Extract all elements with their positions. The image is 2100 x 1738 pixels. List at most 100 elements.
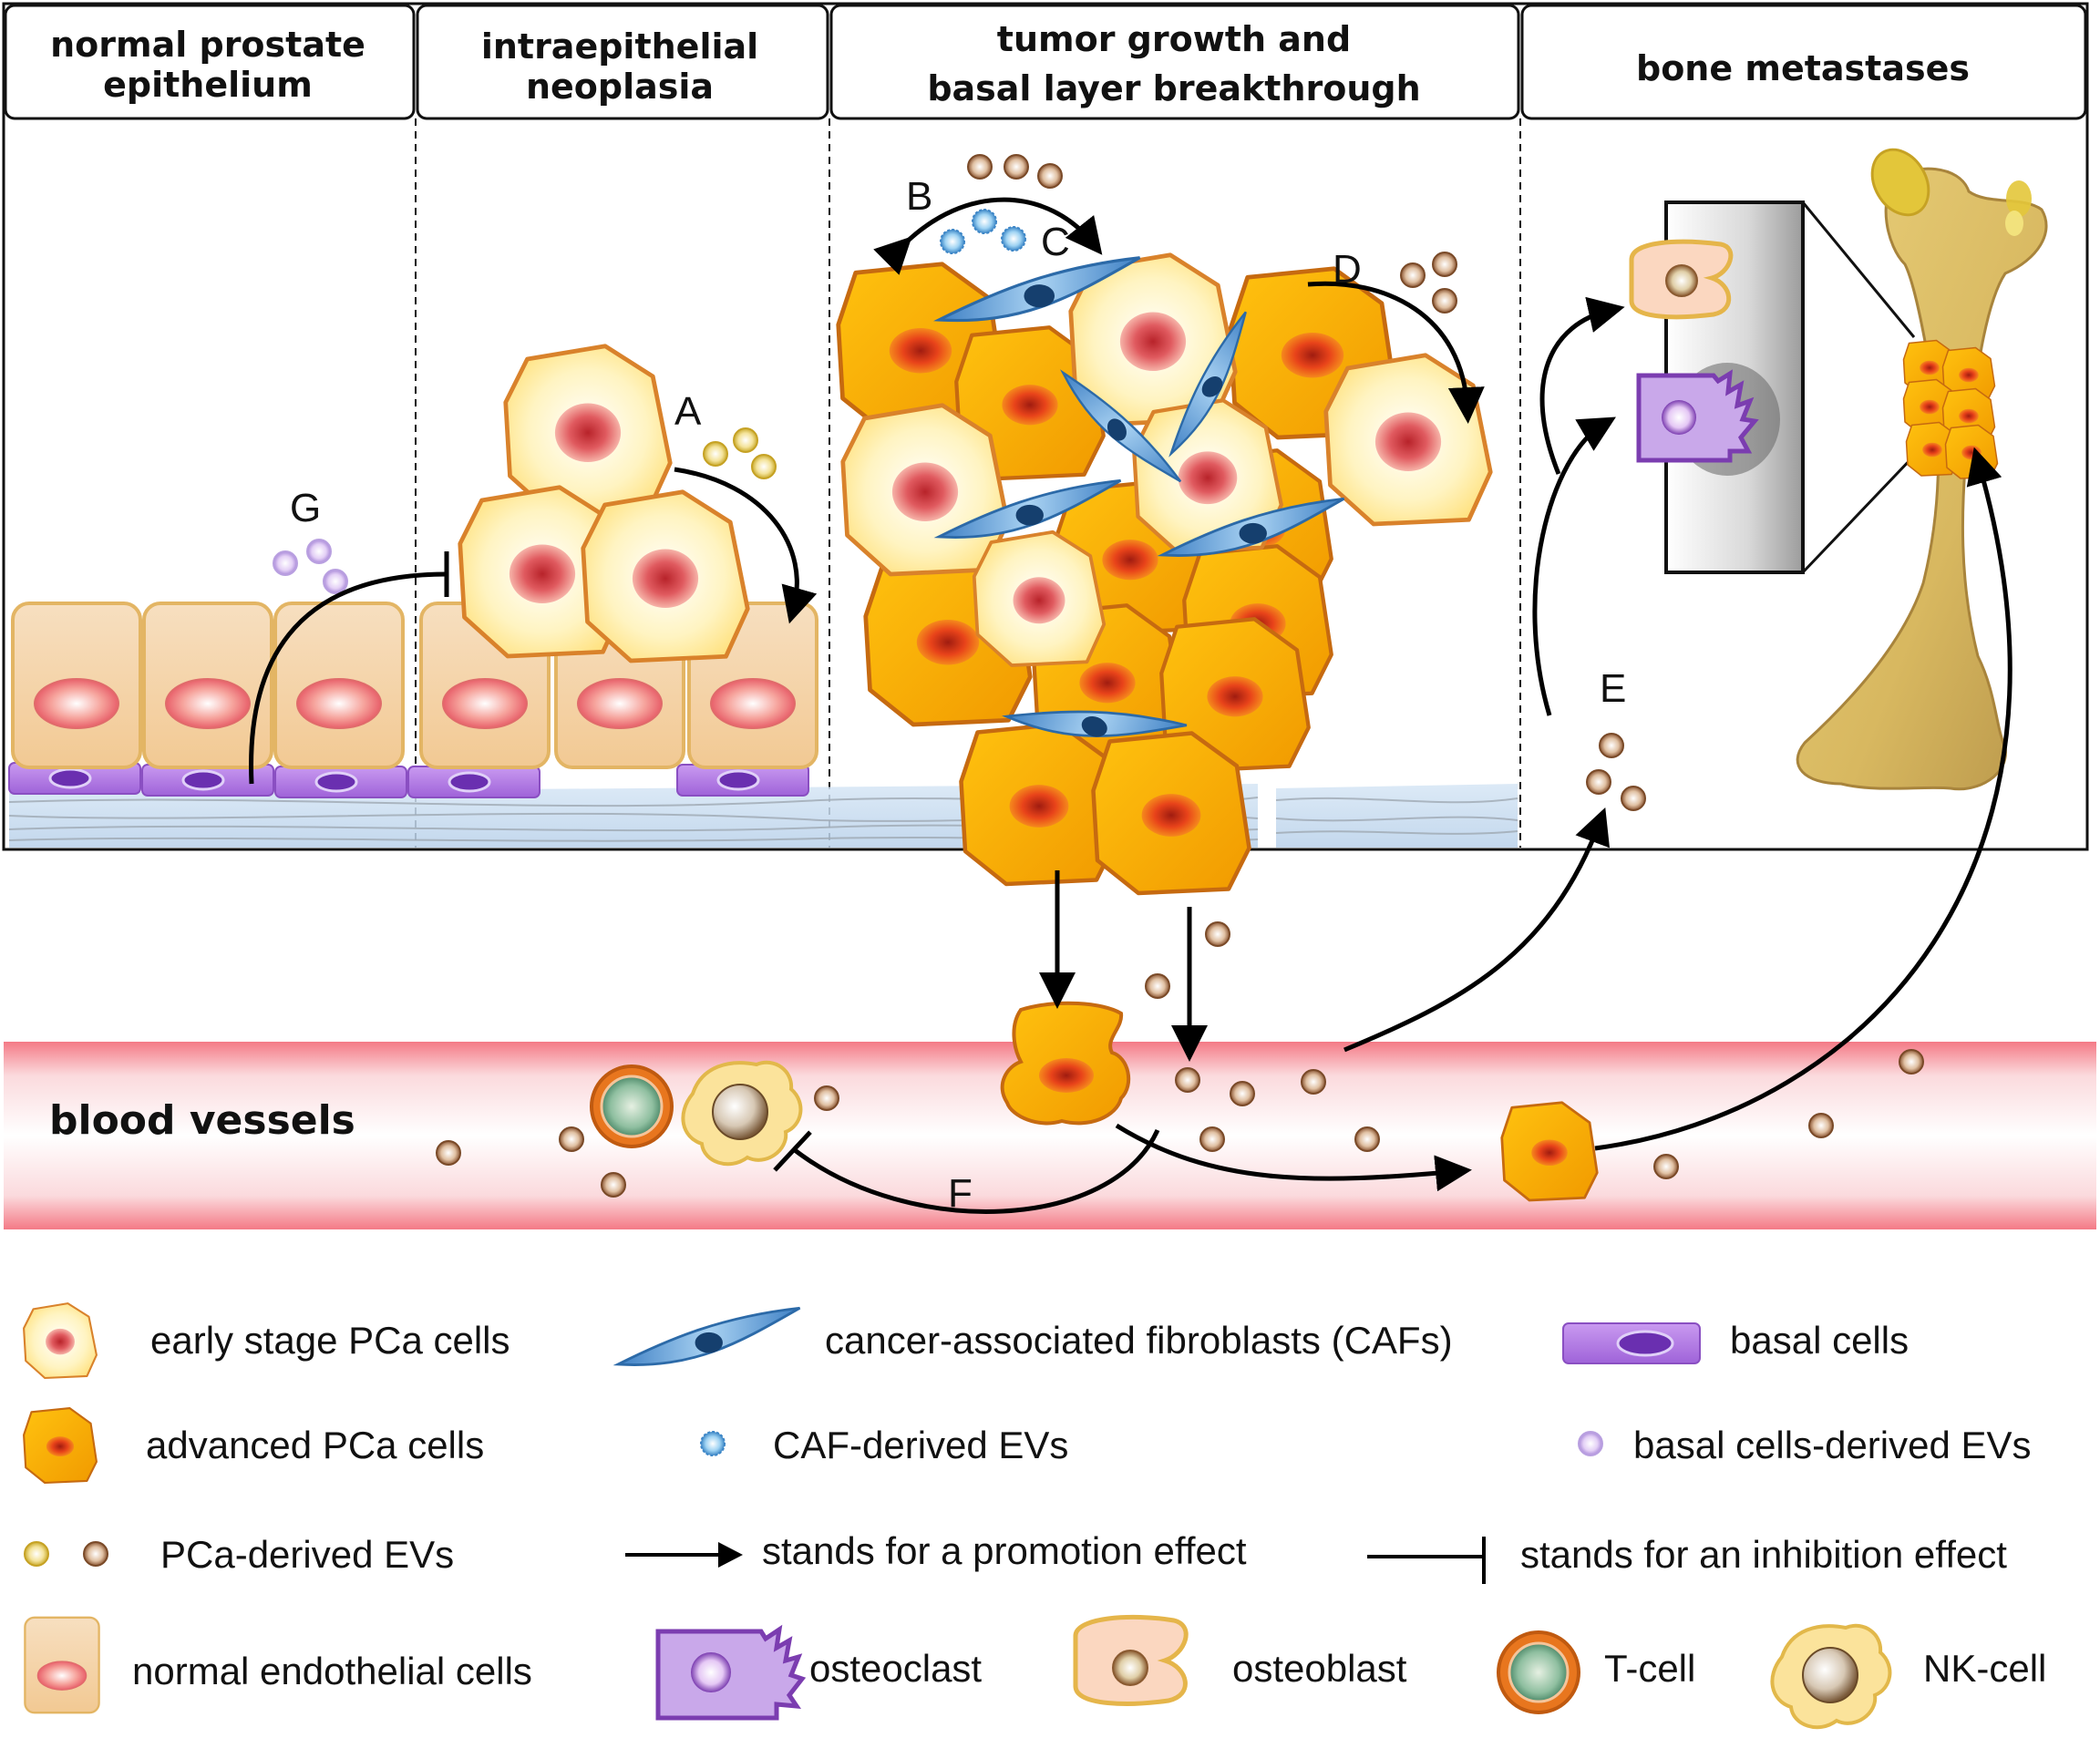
early-pca-cell	[506, 346, 671, 515]
legend-osteoclast-label: osteoclast	[809, 1647, 982, 1690]
pca-ev	[1400, 262, 1426, 288]
pca-ev	[601, 1172, 626, 1198]
legend-tcell-label: T-cell	[1604, 1647, 1695, 1690]
legend-tcell-icon	[1497, 1630, 1580, 1714]
legend-pca-ev-icon	[83, 1541, 108, 1567]
arrow-to-bone	[1594, 447, 2012, 1151]
panel-title-3-line-2: basal layer breakthrough	[927, 68, 1420, 108]
pca-ev	[1586, 769, 1611, 795]
bone-panel	[1629, 148, 2048, 791]
legend: early stage PCa cells cancer-associated …	[23, 1302, 2046, 1730]
legend-caf-ev-label: CAF-derived EVs	[773, 1424, 1068, 1466]
panel-title-1-line-2: epithelium	[103, 65, 313, 105]
legend-nkcell-icon	[1770, 1623, 1892, 1730]
pca-ev	[967, 154, 993, 180]
header-box-4	[1520, 4, 2087, 120]
pca-ev-early	[703, 441, 728, 467]
pca-ev-early	[733, 427, 758, 453]
endothelial-cell	[11, 602, 142, 769]
panel-title-1-line-1: normal prostate	[50, 25, 365, 65]
pca-ev	[1230, 1081, 1255, 1106]
pca-ev	[1205, 921, 1230, 947]
label-b: B	[906, 174, 932, 219]
early-pca-cell	[972, 530, 1107, 667]
legend-early-pca-label: early stage PCa cells	[150, 1319, 510, 1362]
pca-ev	[1004, 154, 1029, 180]
arrow-ctc	[1115, 1123, 1472, 1192]
caf-ev	[1001, 226, 1026, 252]
legend-advanced-pca-label: advanced PCa cells	[146, 1424, 484, 1466]
arrow-bc	[873, 197, 1103, 275]
nk-cell	[681, 1060, 803, 1167]
pca-ev-early	[751, 454, 777, 479]
pca-ev	[1808, 1113, 1834, 1138]
pca-ev	[1599, 733, 1624, 758]
header-box-1	[4, 4, 416, 120]
legend-endothelial-label: normal endothelial cells	[132, 1650, 532, 1692]
legend-nkcell-label: NK-cell	[1923, 1647, 2046, 1690]
pca-ev	[814, 1085, 839, 1111]
legend-inhibition-bar	[1367, 1537, 1486, 1584]
label-f: F	[948, 1171, 973, 1216]
label-c: C	[1041, 220, 1070, 264]
legend-basal-icon	[1562, 1322, 1701, 1364]
caf-ev	[940, 229, 965, 254]
vessel-contents	[436, 921, 1924, 1202]
arrows	[249, 197, 2012, 1214]
legend-inhibition-label: stands for an inhibition effect	[1520, 1533, 2007, 1576]
panel-title-3-line-1: tumor growth and	[997, 19, 1351, 59]
arrow-to-osteoblast	[1539, 296, 1625, 475]
pca-ev	[1621, 786, 1646, 811]
legend-advanced-pca-icon	[23, 1407, 98, 1485]
pca-ev	[1354, 1126, 1380, 1152]
t-cell	[590, 1064, 674, 1148]
pca-ev	[1199, 1126, 1225, 1152]
arrow-to-osteoclast	[1532, 417, 1616, 716]
legend-osteoblast-label: osteoblast	[1232, 1647, 1407, 1690]
panel-title-2-line-1: intraepithelial	[481, 26, 758, 67]
pca-ev	[1145, 973, 1170, 999]
caf-ev	[972, 209, 997, 234]
panel-title-2-line-2: neoplasia	[526, 67, 714, 107]
legend-caf-label: cancer-associated fibroblasts (CAFs)	[825, 1319, 1453, 1362]
arrow-a	[674, 467, 818, 624]
neoplasia-cells	[460, 346, 748, 661]
pca-ev	[1175, 1067, 1200, 1093]
legend-basal-label: basal cells	[1730, 1319, 1909, 1362]
label-a: A	[674, 389, 702, 434]
circulating-tumor-cell	[1000, 1001, 1131, 1126]
early-pca-cell	[583, 492, 748, 661]
osteoblast	[1629, 239, 1734, 320]
panel-title-4-line-1: bone metastases	[1636, 48, 1970, 88]
basal-cell	[273, 765, 408, 799]
arrow-d	[1307, 281, 1485, 424]
early-pca-cell	[1326, 355, 1491, 524]
legend-osteoblast-icon	[1073, 1614, 1189, 1706]
legend-caf-icon	[616, 1306, 801, 1366]
basal-ev	[323, 569, 348, 594]
basal-ev	[306, 539, 332, 564]
header-box-3	[829, 4, 1520, 120]
basal-cell	[675, 763, 810, 797]
legend-osteoclast-icon	[655, 1624, 807, 1721]
legend-caf-ev-icon	[700, 1431, 726, 1456]
advanced-pca-cell	[1094, 734, 1250, 894]
pca-ev	[1653, 1154, 1679, 1179]
blood-vessels-label: blood vessels	[49, 1097, 355, 1144]
legend-endothelial-icon	[24, 1616, 100, 1714]
basal-cell	[407, 765, 541, 799]
pca-ev	[1432, 288, 1457, 314]
pca-ev	[1432, 252, 1457, 277]
panels-frame	[2, 2, 2089, 851]
legend-pca-ev-early-icon	[24, 1541, 49, 1567]
header-box-2	[416, 4, 829, 120]
legend-promotion-arrow	[625, 1542, 743, 1568]
pca-ev	[1899, 1049, 1924, 1075]
circulating-tumor-cell	[1500, 1101, 1599, 1202]
arrow-e	[1343, 807, 1610, 1053]
legend-basal-ev-icon	[1578, 1431, 1603, 1456]
pca-ev	[559, 1126, 584, 1152]
pca-ev	[1037, 163, 1063, 189]
legend-early-pca-icon	[23, 1302, 98, 1380]
basal-ev	[273, 550, 298, 576]
